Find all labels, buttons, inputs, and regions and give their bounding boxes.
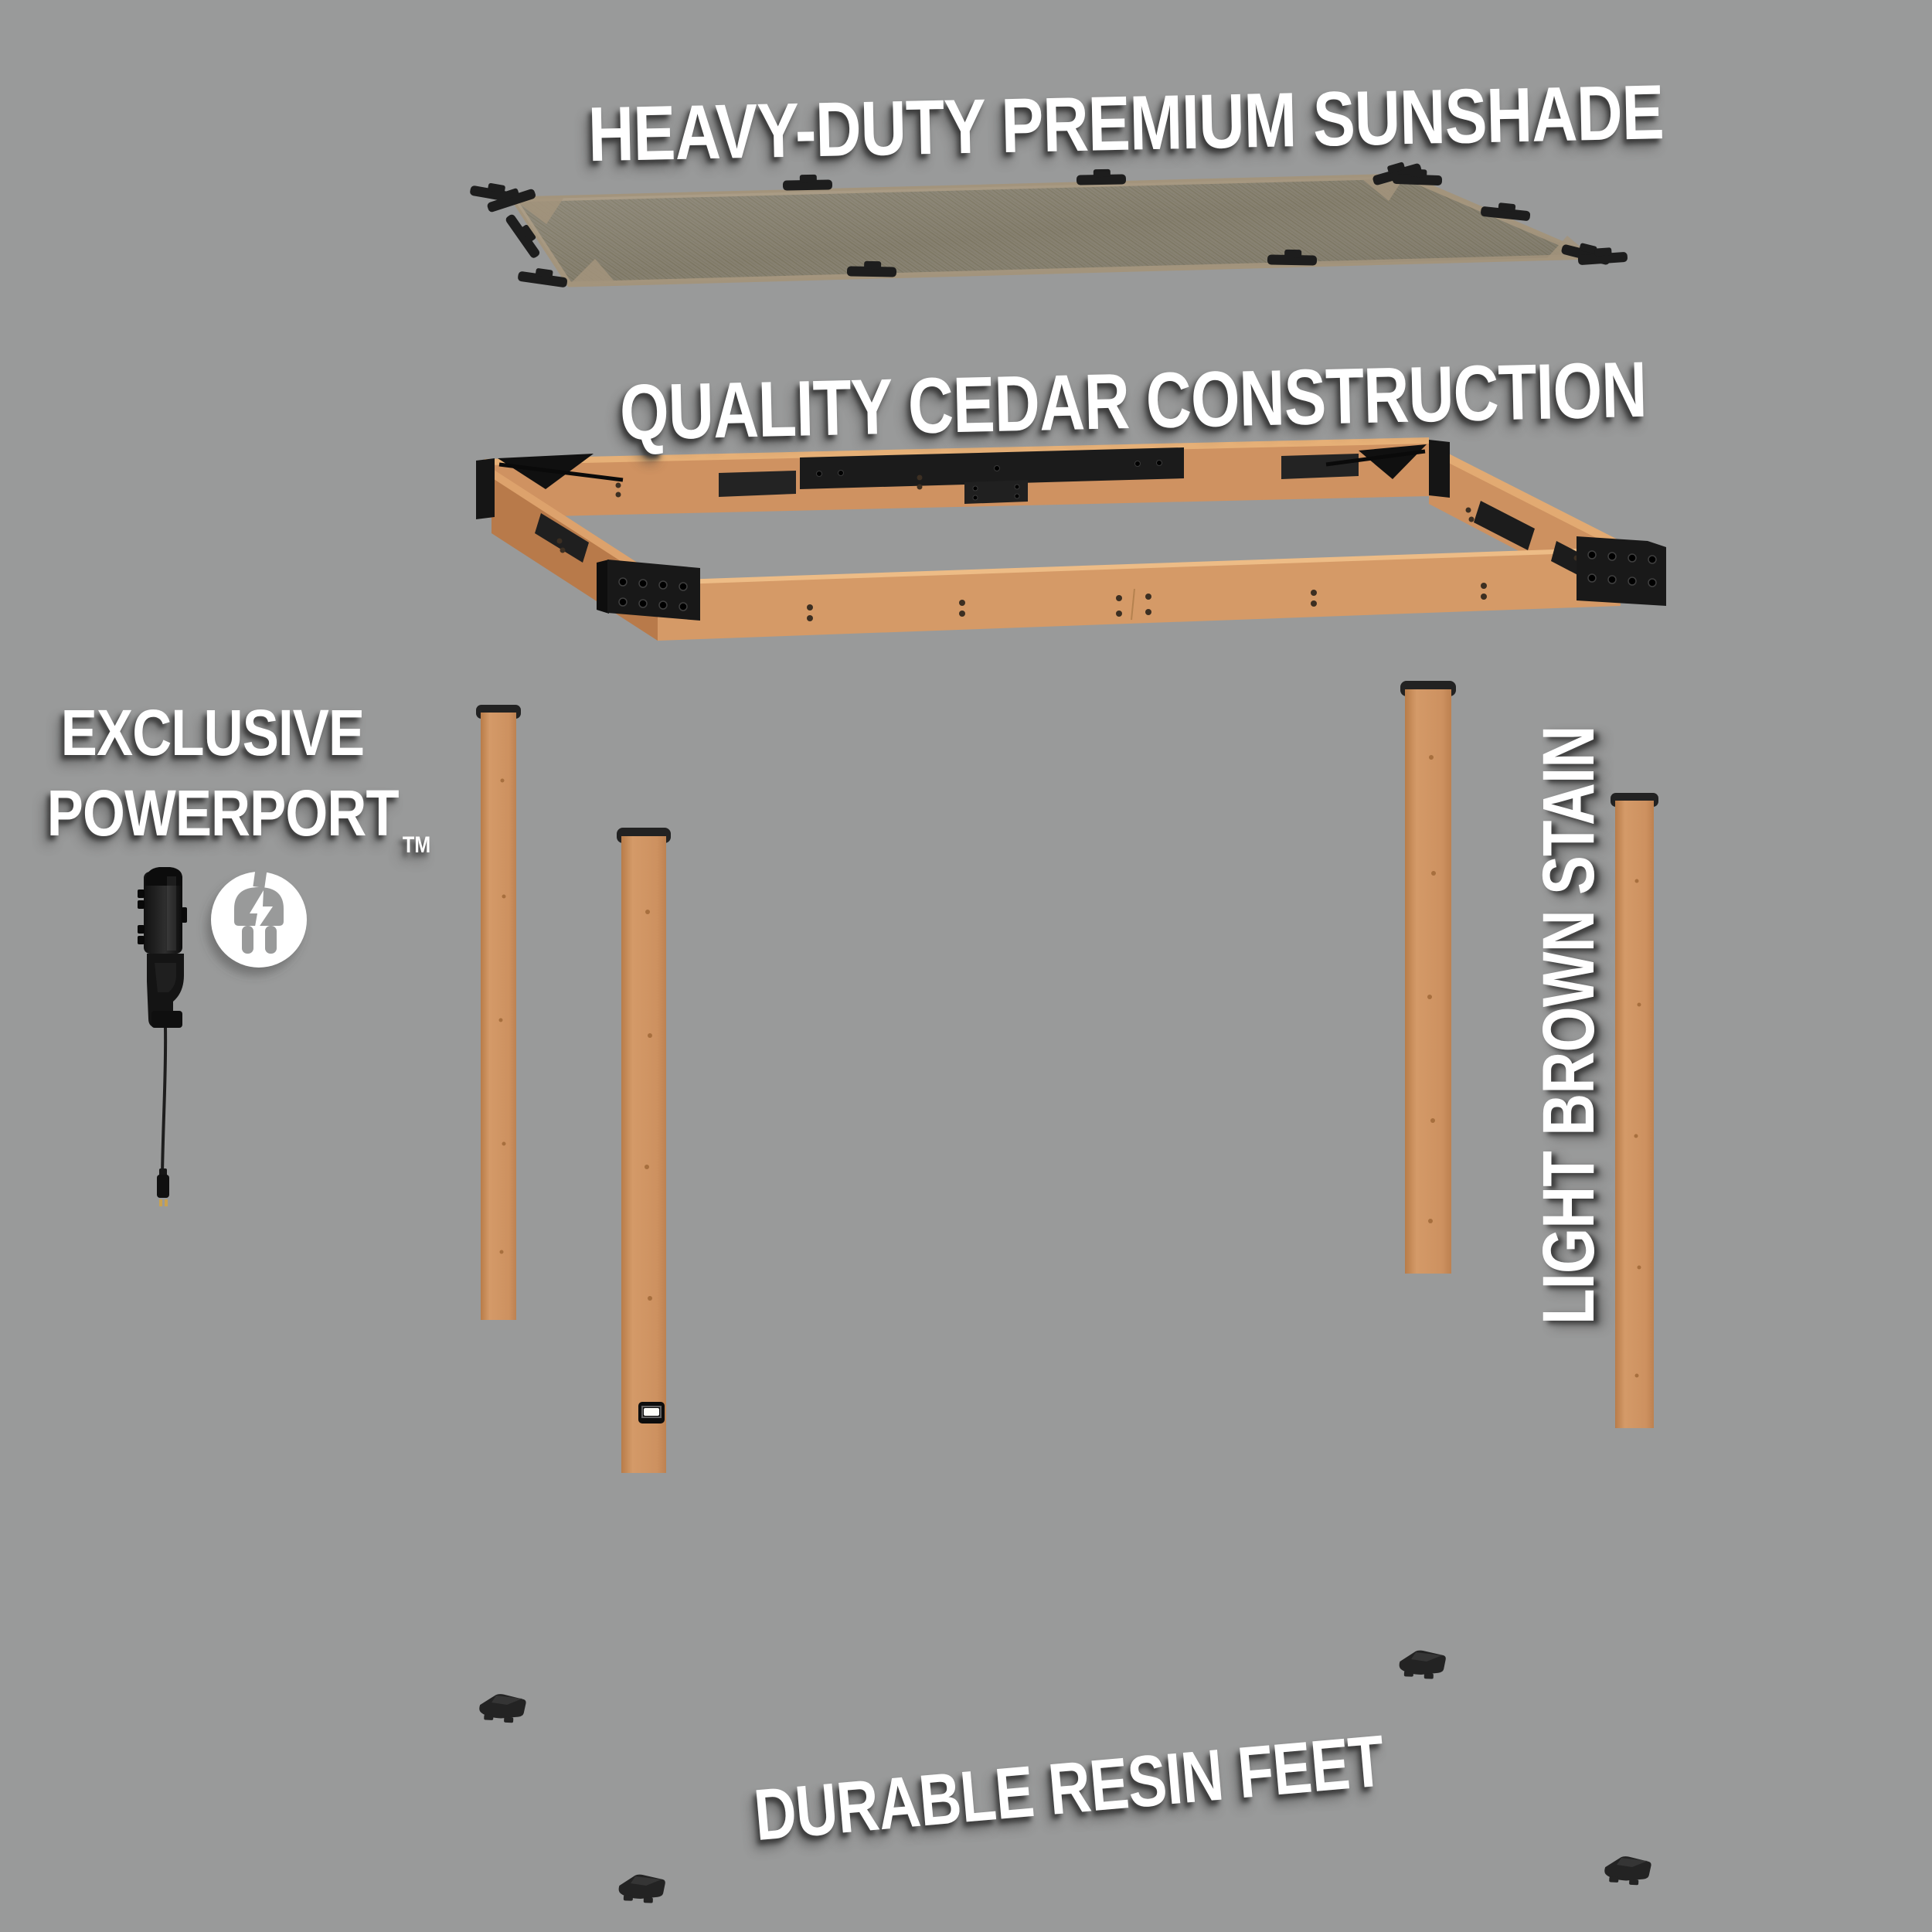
sunshade-callout: HEAVY-DUTY PREMIUM SUNSHADE <box>587 69 1665 179</box>
resin-feet-highlights <box>492 1652 1648 1886</box>
powerport-device <box>138 867 187 1206</box>
trademark-symbol: TM <box>402 832 431 858</box>
stain-callout: LIGHT BROWN STAIN <box>1528 726 1610 1325</box>
bracket-bolts <box>618 550 1657 611</box>
post-front-right <box>1611 793 1658 1428</box>
powerport-callout-text: POWERPORT <box>46 777 400 849</box>
frame-bolts <box>816 460 1162 501</box>
lightning-bolt-icon <box>250 890 273 935</box>
sunshade-mesh <box>469 157 1628 288</box>
post-back-left <box>476 705 521 1320</box>
post-front-left <box>617 828 671 1473</box>
cedar-frame <box>476 437 1666 641</box>
powerport-outlet <box>638 1402 665 1423</box>
post-back-right <box>1400 681 1456 1274</box>
power-plug <box>157 1168 169 1206</box>
frame-callout: QUALITY CEDAR CONSTRUCTION <box>618 345 1648 457</box>
power-plug-icon <box>206 868 307 975</box>
frame-corner-brackets <box>476 440 1666 621</box>
power-cord <box>161 1027 168 1175</box>
frame-hardware-plates <box>535 447 1592 580</box>
powerport-callout-line1: EXCLUSIVE <box>60 696 365 769</box>
